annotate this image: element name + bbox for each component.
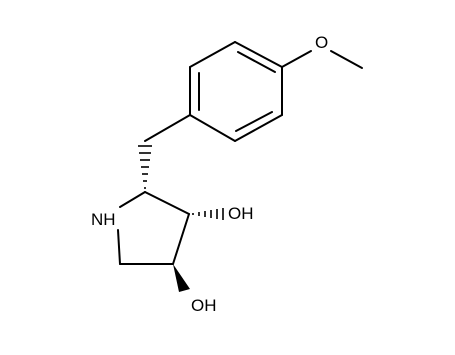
bond-ring-4 — [189, 114, 236, 142]
bond-ring-double-2 — [235, 111, 273, 132]
bond-ring-double-1 — [237, 51, 276, 73]
lower-hydroxyl-label: OH — [191, 296, 217, 315]
bond-ring-6 — [189, 41, 236, 68]
ring-nitrogen-label: NH — [91, 210, 116, 229]
bond-n-c5 — [117, 229, 121, 265]
methoxy-oxygen-label: O — [315, 33, 328, 52]
bond-c3-c2 — [144, 191, 190, 215]
hashed-wedge-benzylic — [138, 145, 152, 189]
bond-ring-3 — [234, 114, 283, 142]
bond-c2-n — [119, 191, 146, 208]
bond-aryl-oxygen — [281, 50, 312, 68]
solid-wedge-lower-hydroxyl — [173, 264, 190, 292]
upper-hydroxyl-label: OH — [228, 204, 254, 223]
bond-c4-c3 — [172, 213, 190, 265]
hashed-wedge-upper-hydroxyl — [192, 208, 224, 220]
bond-ring-1 — [234, 41, 283, 68]
bond-oxygen-methyl — [330, 50, 363, 69]
bond-ring-ch2 — [144, 114, 191, 142]
